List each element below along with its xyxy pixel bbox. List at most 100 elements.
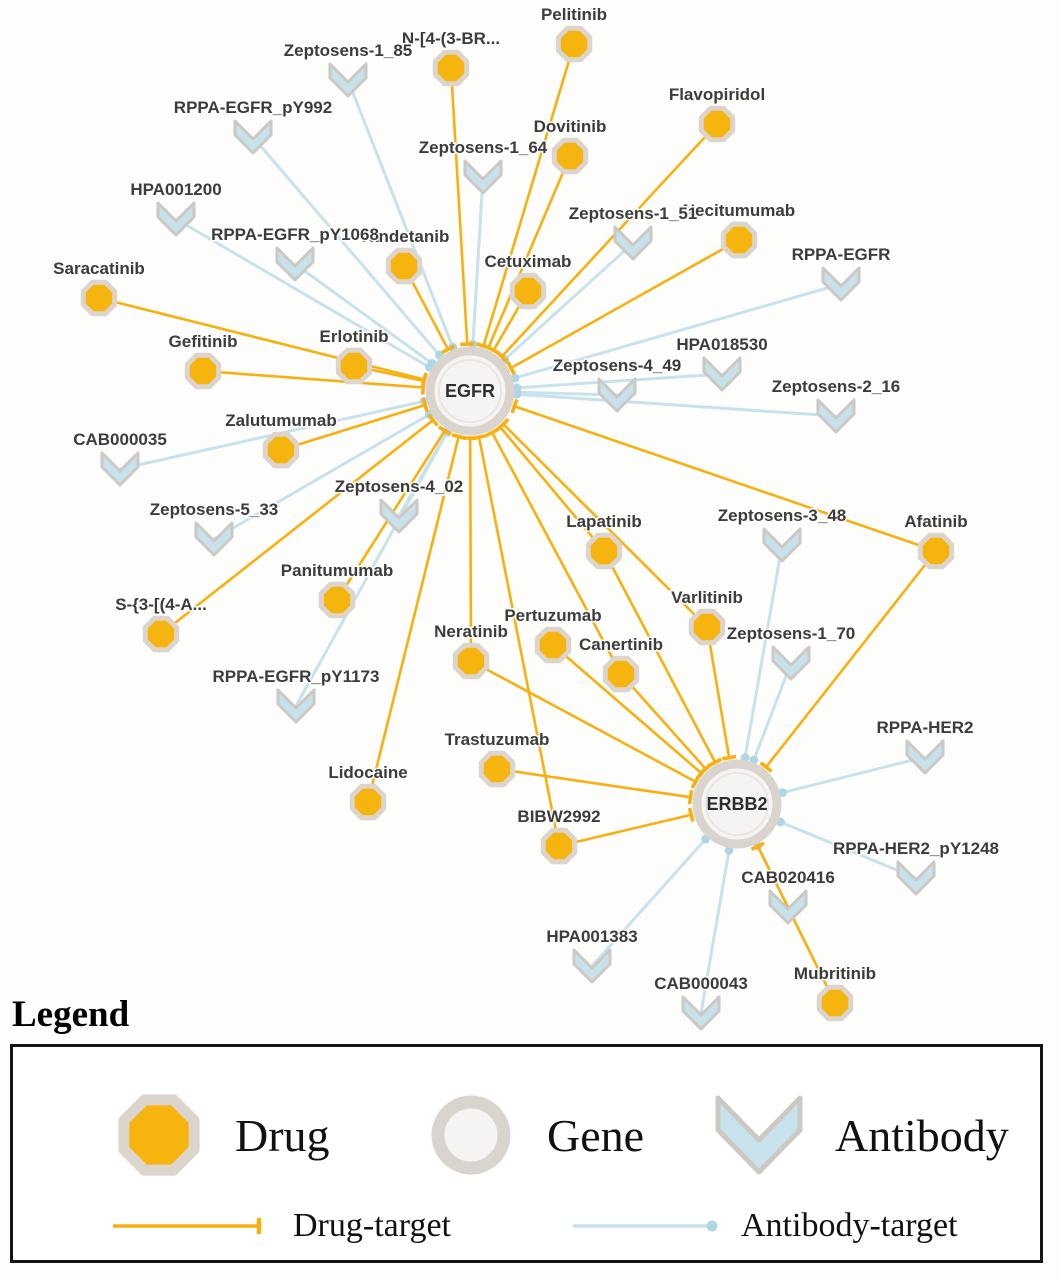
node-label: Lapatinib — [566, 512, 642, 531]
antibody-node[interactable] — [597, 377, 637, 413]
drug-target-edge — [502, 423, 708, 628]
legend-antibody-label: Antibody — [835, 1109, 1009, 1161]
drug-target-edge — [705, 626, 731, 758]
antibody-node[interactable] — [233, 119, 273, 155]
drug-target-edge — [765, 550, 938, 768]
antibody-node[interactable] — [463, 159, 503, 195]
edges-layer — [98, 43, 938, 1014]
drug-edge-tee — [486, 345, 501, 356]
drug-target-edge — [487, 155, 572, 349]
antibody-node[interactable] — [905, 739, 945, 775]
drug-target-edge — [558, 813, 692, 848]
drug-octagon-icon — [688, 608, 726, 646]
gene-inner-ring — [438, 359, 502, 423]
drug-target-edge — [552, 644, 703, 775]
antibody-chevron-icon — [816, 398, 856, 434]
gene-circle — [425, 346, 515, 436]
antibody-target-edge — [752, 662, 793, 761]
drug-target-edge — [160, 419, 434, 636]
antibody-node[interactable] — [100, 451, 140, 487]
drug-node[interactable] — [816, 984, 854, 1022]
drug-edge-tee — [427, 413, 439, 427]
antibody-node[interactable] — [816, 398, 856, 434]
antibody-node[interactable] — [771, 645, 811, 681]
drug-node[interactable] — [142, 615, 180, 653]
antibody-node[interactable] — [379, 498, 419, 534]
legend-edge-row: Drug-target Antibody-target — [107, 1207, 958, 1245]
legend-gene-label: Gene — [547, 1109, 645, 1161]
gene-node-label: ERBB2 — [706, 794, 767, 814]
drug-node[interactable] — [720, 221, 758, 259]
drug-node[interactable] — [452, 642, 490, 680]
antibody-node[interactable] — [768, 889, 808, 925]
drug-node[interactable] — [335, 347, 373, 385]
antibody-node[interactable] — [613, 225, 653, 261]
antibody-node[interactable] — [821, 266, 861, 302]
drug-octagon-icon — [534, 626, 572, 664]
drug-octagon-icon — [349, 783, 387, 821]
drug-octagon-icon — [816, 984, 854, 1022]
node-label: Cetuximab — [485, 252, 572, 271]
drug-node[interactable] — [585, 532, 623, 570]
drug-octagon-icon — [385, 247, 423, 285]
antibody-target-edge — [779, 820, 917, 880]
drug-edge-tee — [759, 761, 773, 773]
node-label: Zeptosens-3_48 — [718, 506, 847, 525]
node-label: Zeptosens-4_49 — [553, 356, 682, 375]
node-label: Trastuzumab — [445, 730, 550, 749]
drug-node[interactable] — [385, 247, 423, 285]
drug-node[interactable] — [318, 581, 356, 619]
drug-node[interactable] — [478, 750, 516, 788]
node-label: Gefitinib — [169, 332, 238, 351]
drug-edge-tee — [510, 399, 519, 414]
antibody-node[interactable] — [572, 948, 612, 984]
antibody-node[interactable] — [156, 201, 196, 237]
antibody-target-edge — [516, 392, 837, 418]
drug-node[interactable] — [698, 105, 736, 143]
drug-node[interactable] — [80, 279, 118, 317]
antibody-target-edge — [743, 544, 784, 758]
drug-octagon-icon — [698, 105, 736, 143]
drug-node[interactable] — [432, 49, 470, 87]
drug-node[interactable] — [349, 783, 387, 821]
node-label: Neratinib — [434, 622, 508, 641]
gene-node[interactable] — [425, 346, 515, 436]
antibody-chevron-icon — [233, 119, 273, 155]
drug-edge-tee — [497, 417, 510, 431]
drug-octagon-icon — [318, 581, 356, 619]
drug-node[interactable] — [917, 532, 955, 570]
antibody-chevron-icon — [275, 246, 315, 282]
antibody-node[interactable] — [702, 356, 742, 392]
drug-node[interactable] — [688, 608, 726, 646]
gene-circle — [692, 759, 782, 849]
node-label: Panitumumab — [281, 561, 393, 580]
drug-node[interactable] — [534, 626, 572, 664]
antibody-node[interactable] — [328, 62, 368, 98]
drug-node[interactable] — [551, 137, 589, 175]
drug-edge-tee — [721, 754, 737, 761]
drug-octagon-icon — [142, 615, 180, 653]
drug-node[interactable] — [262, 431, 300, 469]
antibody-node[interactable] — [194, 521, 234, 557]
drug-node[interactable] — [540, 827, 578, 865]
drug-target-edge — [499, 426, 605, 552]
antibody-node[interactable] — [276, 688, 316, 724]
drug-target-edge — [449, 67, 469, 345]
drug-target-edge — [514, 405, 937, 553]
antibody-node[interactable] — [681, 995, 721, 1031]
gene-node[interactable] — [692, 759, 782, 849]
drug-node[interactable] — [555, 25, 593, 63]
drug-node[interactable] — [184, 352, 222, 390]
drug-target-edge — [280, 403, 426, 452]
drug-edge-tee — [690, 774, 701, 789]
drug-octagon-icon — [602, 655, 640, 693]
drug-node[interactable] — [509, 272, 547, 310]
drug-node[interactable] — [602, 655, 640, 693]
antibody-node[interactable] — [762, 527, 802, 563]
drug-octagon-icon — [585, 532, 623, 570]
antibody-node[interactable] — [275, 246, 315, 282]
drug-octagon-icon — [262, 431, 300, 469]
antibody-node[interactable] — [896, 860, 936, 896]
node-label: Vandetanib — [359, 227, 450, 246]
drug-octagon-icon — [335, 347, 373, 385]
